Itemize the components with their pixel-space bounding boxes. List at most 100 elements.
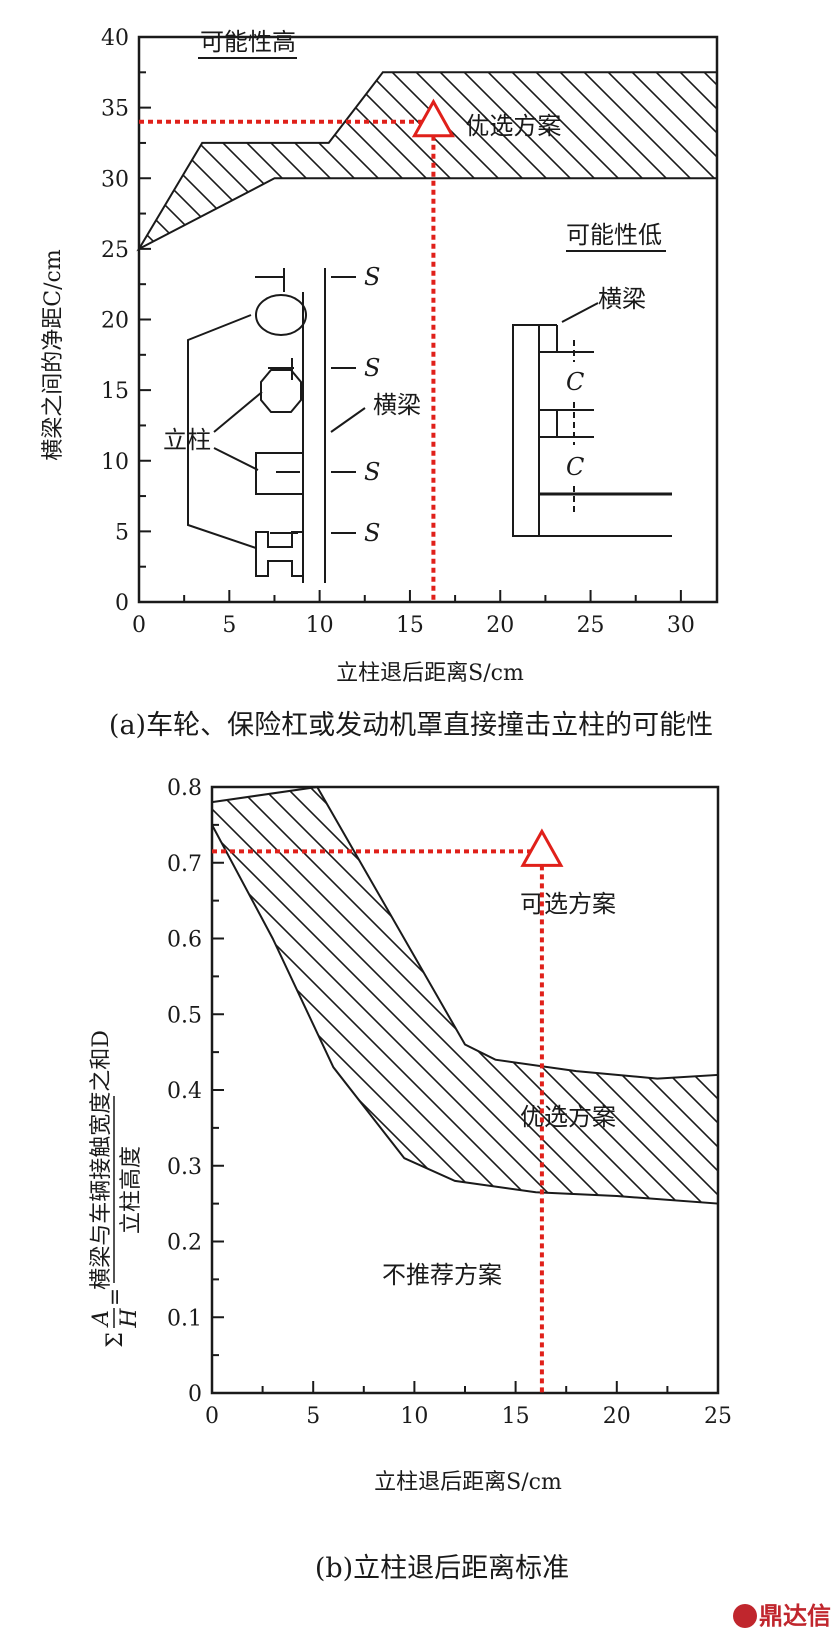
a-hatch-line bbox=[546, 72, 717, 249]
chart-a-inset-beams bbox=[512, 302, 672, 537]
b-hatch-line bbox=[212, 787, 537, 1204]
chart-a-preferred-label: 优选方案 bbox=[465, 112, 561, 140]
chart-a-s-label-2: S bbox=[364, 354, 380, 382]
b-hatch-line bbox=[427, 787, 718, 1204]
b-hatch-line bbox=[0, 737, 176, 1637]
a-hatch-line bbox=[354, 72, 717, 249]
b-hatch-line bbox=[212, 787, 718, 1204]
watermark-logo: 鼎达信 bbox=[733, 1596, 831, 1631]
a-hatch-line bbox=[714, 72, 717, 249]
chart-a-c-label-1: C bbox=[566, 368, 584, 396]
b-hatch-line bbox=[499, 787, 718, 1204]
b-hatch-line bbox=[331, 787, 718, 1204]
b-y-tick-label: 0.8 bbox=[167, 776, 202, 801]
b-x-tick-label: 10 bbox=[400, 1404, 428, 1429]
b-hatch-line bbox=[355, 787, 718, 1204]
a-hatch-line bbox=[210, 72, 717, 249]
chart-b-ylabel-denominator: 立柱高度 bbox=[119, 1146, 144, 1234]
b-hatch-line bbox=[643, 787, 718, 1204]
b-hatch-line bbox=[212, 787, 561, 1204]
chart-a-y-axis-label: 横梁之间的净距C/cm bbox=[41, 249, 66, 461]
b-hatch-line bbox=[283, 787, 718, 1204]
b-hatch-line bbox=[0, 737, 80, 1637]
a-x-tick-label: 30 bbox=[667, 613, 695, 638]
a-y-tick-label: 30 bbox=[101, 167, 129, 192]
b-hatch-line bbox=[379, 787, 718, 1204]
chart-a-beam-label: 横梁 bbox=[373, 391, 421, 419]
octagon-column bbox=[260, 369, 302, 413]
a-hatch-line bbox=[835, 0, 839, 887]
b-hatch-line bbox=[235, 787, 718, 1204]
b-hatch-line bbox=[212, 787, 718, 1204]
chart-b-label-not-recommended: 不推荐方案 bbox=[382, 1261, 502, 1289]
b-hatch-line bbox=[0, 737, 56, 1637]
a-hatch-line bbox=[139, 72, 717, 249]
b-y-tick-label: 0.4 bbox=[167, 1079, 202, 1104]
b-hatch-line bbox=[715, 787, 718, 1204]
a-x-tick-label: 10 bbox=[306, 613, 334, 638]
b-hatch-line bbox=[740, 737, 839, 1637]
b-y-tick-label: 0.7 bbox=[167, 852, 202, 877]
b-hatch-line bbox=[212, 787, 718, 1204]
chart-a-s-label-3: S bbox=[364, 458, 380, 486]
a-hatch-line bbox=[139, 72, 488, 249]
round-column bbox=[255, 294, 307, 336]
a-hatch-line bbox=[426, 72, 717, 249]
a-hatch-line bbox=[378, 72, 717, 249]
chart-a-band-outline bbox=[136, 71, 718, 252]
chart-a-caption: (a)车轮、保险杠或发动机罩直接撞击立柱的可能性 bbox=[109, 710, 713, 741]
b-hatch-line bbox=[691, 787, 718, 1204]
chart-a-c-label-2: C bbox=[566, 453, 584, 481]
b-hatch-line bbox=[212, 787, 441, 1204]
b-hatch-line bbox=[212, 787, 718, 1204]
b-y-tick-label: 0.1 bbox=[167, 1306, 202, 1331]
b-hatch-line bbox=[212, 787, 718, 1204]
a-hatch-line bbox=[811, 0, 839, 887]
a-hatch-line bbox=[139, 72, 717, 249]
a-hatch-line bbox=[739, 0, 839, 887]
b-hatch-line bbox=[212, 787, 718, 1204]
a-hatch-line bbox=[0, 0, 7, 887]
chart-a-inset-columns bbox=[187, 268, 366, 583]
b-hatch-line bbox=[307, 787, 718, 1204]
a-hatch-line bbox=[618, 72, 717, 249]
chart-a-label-high: 可能性高 bbox=[200, 28, 296, 56]
a-hatch-line bbox=[139, 72, 152, 249]
a-hatch-line bbox=[690, 72, 717, 249]
a-y-tick-label: 20 bbox=[101, 309, 129, 334]
a-hatch-line bbox=[234, 72, 717, 249]
a-hatch-line bbox=[258, 72, 717, 249]
b-hatch-line bbox=[451, 787, 718, 1204]
b-hatch-line bbox=[667, 787, 718, 1204]
a-hatch-line bbox=[450, 72, 717, 249]
b-hatch-line bbox=[788, 737, 839, 1637]
chart-b-caption: (b)立柱退后距离标准 bbox=[315, 1553, 569, 1584]
a-hatch-line bbox=[186, 72, 717, 249]
watermark-text: 鼎达信 bbox=[759, 1602, 831, 1630]
chart-b-label-preferred: 优选方案 bbox=[520, 1103, 616, 1131]
chart-b-ylabel-numerator: 横梁与车辆接触宽度之和D bbox=[89, 1030, 114, 1290]
a-x-tick-label: 15 bbox=[396, 613, 424, 638]
h-column bbox=[255, 531, 304, 577]
a-hatch-line bbox=[642, 72, 717, 249]
b-hatch-line bbox=[764, 737, 839, 1637]
b-hatch-line bbox=[212, 787, 489, 1204]
a-y-tick-label: 5 bbox=[115, 520, 129, 545]
a-hatch-line bbox=[330, 72, 717, 249]
chart-a-reference-triangle bbox=[411, 98, 455, 138]
b-y-tick-label: 0.6 bbox=[167, 928, 202, 953]
b-hatch-line bbox=[0, 737, 32, 1637]
a-y-tick-label: 0 bbox=[115, 591, 129, 616]
b-hatch-line bbox=[547, 787, 718, 1204]
square-column bbox=[255, 452, 304, 495]
a-hatch-line bbox=[139, 72, 176, 249]
b-y-tick-label: 0 bbox=[188, 1382, 202, 1407]
b-hatch-line bbox=[475, 787, 718, 1204]
b-hatch-line bbox=[0, 737, 8, 1637]
a-hatch-line bbox=[0, 0, 31, 887]
b-hatch-line bbox=[212, 787, 465, 1204]
